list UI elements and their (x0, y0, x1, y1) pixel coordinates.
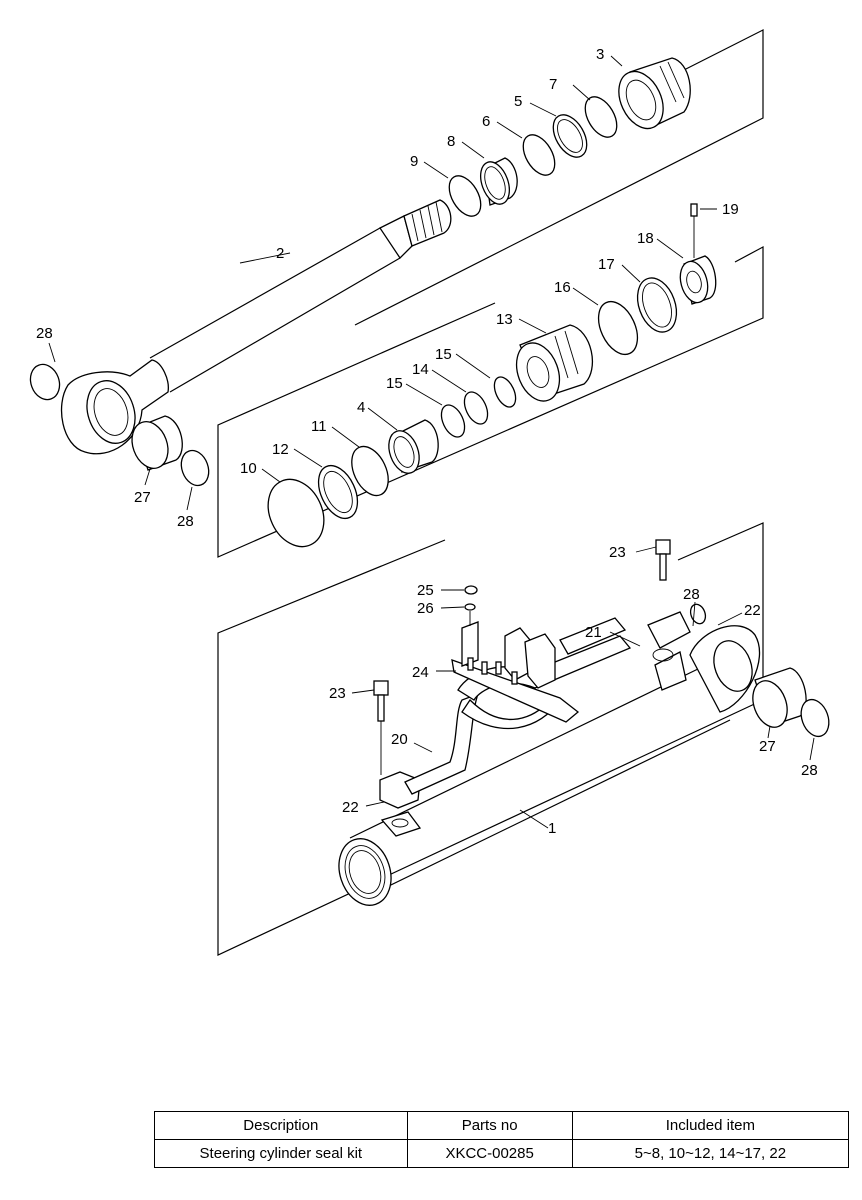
header-included-item: Included item (571, 1111, 850, 1140)
callout-27-b: 27 (759, 738, 776, 755)
callout-23-a: 23 (609, 544, 626, 561)
cell-description: Steering cylinder seal kit (154, 1139, 408, 1168)
tubes (404, 617, 632, 795)
callout-11: 11 (311, 418, 327, 435)
cell-included-item: 5~8, 10~12, 14~17, 22 (571, 1139, 850, 1168)
callout-8: 8 (447, 133, 455, 150)
bushings-bottom (752, 667, 830, 738)
table-header-row: Description Parts no Included item (154, 1111, 850, 1140)
panel-outlines (217, 29, 764, 956)
callout-4: 4 (357, 399, 365, 416)
callout-28-a: 28 (36, 325, 53, 342)
piston-seals (267, 203, 717, 548)
callout-15-a: 15 (435, 346, 452, 363)
callout-27-a: 27 (134, 489, 151, 506)
cell-parts-no: XKCC-00285 (406, 1139, 573, 1168)
callout-18: 18 (637, 230, 654, 247)
callout-3: 3 (596, 46, 604, 63)
bushings-top (29, 363, 210, 487)
callout-22-a: 22 (744, 602, 761, 619)
callout-17: 17 (598, 256, 615, 273)
callout-13: 13 (496, 311, 513, 328)
header-parts-no: Parts no (406, 1111, 573, 1140)
callout-22-b: 22 (342, 799, 359, 816)
callout-10: 10 (240, 460, 257, 477)
callout-6: 6 (482, 113, 490, 130)
callout-1: 1 (548, 820, 556, 837)
callout-28-c: 28 (683, 586, 700, 603)
callout-20: 20 (391, 731, 408, 748)
callout-7: 7 (549, 76, 557, 93)
callout-12: 12 (272, 441, 289, 458)
callout-16: 16 (554, 279, 571, 296)
callout-5: 5 (514, 93, 522, 110)
header-description: Description (154, 1111, 408, 1140)
callout-25: 25 (417, 582, 434, 599)
table-row: Steering cylinder seal kit XKCC-00285 5~… (154, 1139, 850, 1168)
callout-15-b: 15 (386, 375, 403, 392)
seal-kit-table: Description Parts no Included item Steer… (154, 1111, 850, 1168)
callout-23-b: 23 (329, 685, 346, 702)
exploded-parts-diagram: 28 2 3 7 5 6 8 9 19 18 17 16 13 15 14 15… (29, 29, 830, 956)
callout-26: 26 (417, 600, 434, 617)
leader-lines (48, 55, 815, 829)
callout-labels: 28 2 3 7 5 6 8 9 19 18 17 16 13 15 14 15… (36, 46, 818, 837)
callout-28-b: 28 (177, 513, 194, 530)
callout-21: 21 (585, 624, 602, 641)
callout-14: 14 (412, 361, 429, 378)
callout-28-d: 28 (801, 762, 818, 779)
rod-cover-seals (448, 57, 691, 217)
callout-19: 19 (722, 201, 739, 218)
callout-24: 24 (412, 664, 429, 681)
callout-2: 2 (276, 245, 284, 262)
callout-9: 9 (410, 153, 418, 170)
piston-rod (60, 199, 452, 455)
